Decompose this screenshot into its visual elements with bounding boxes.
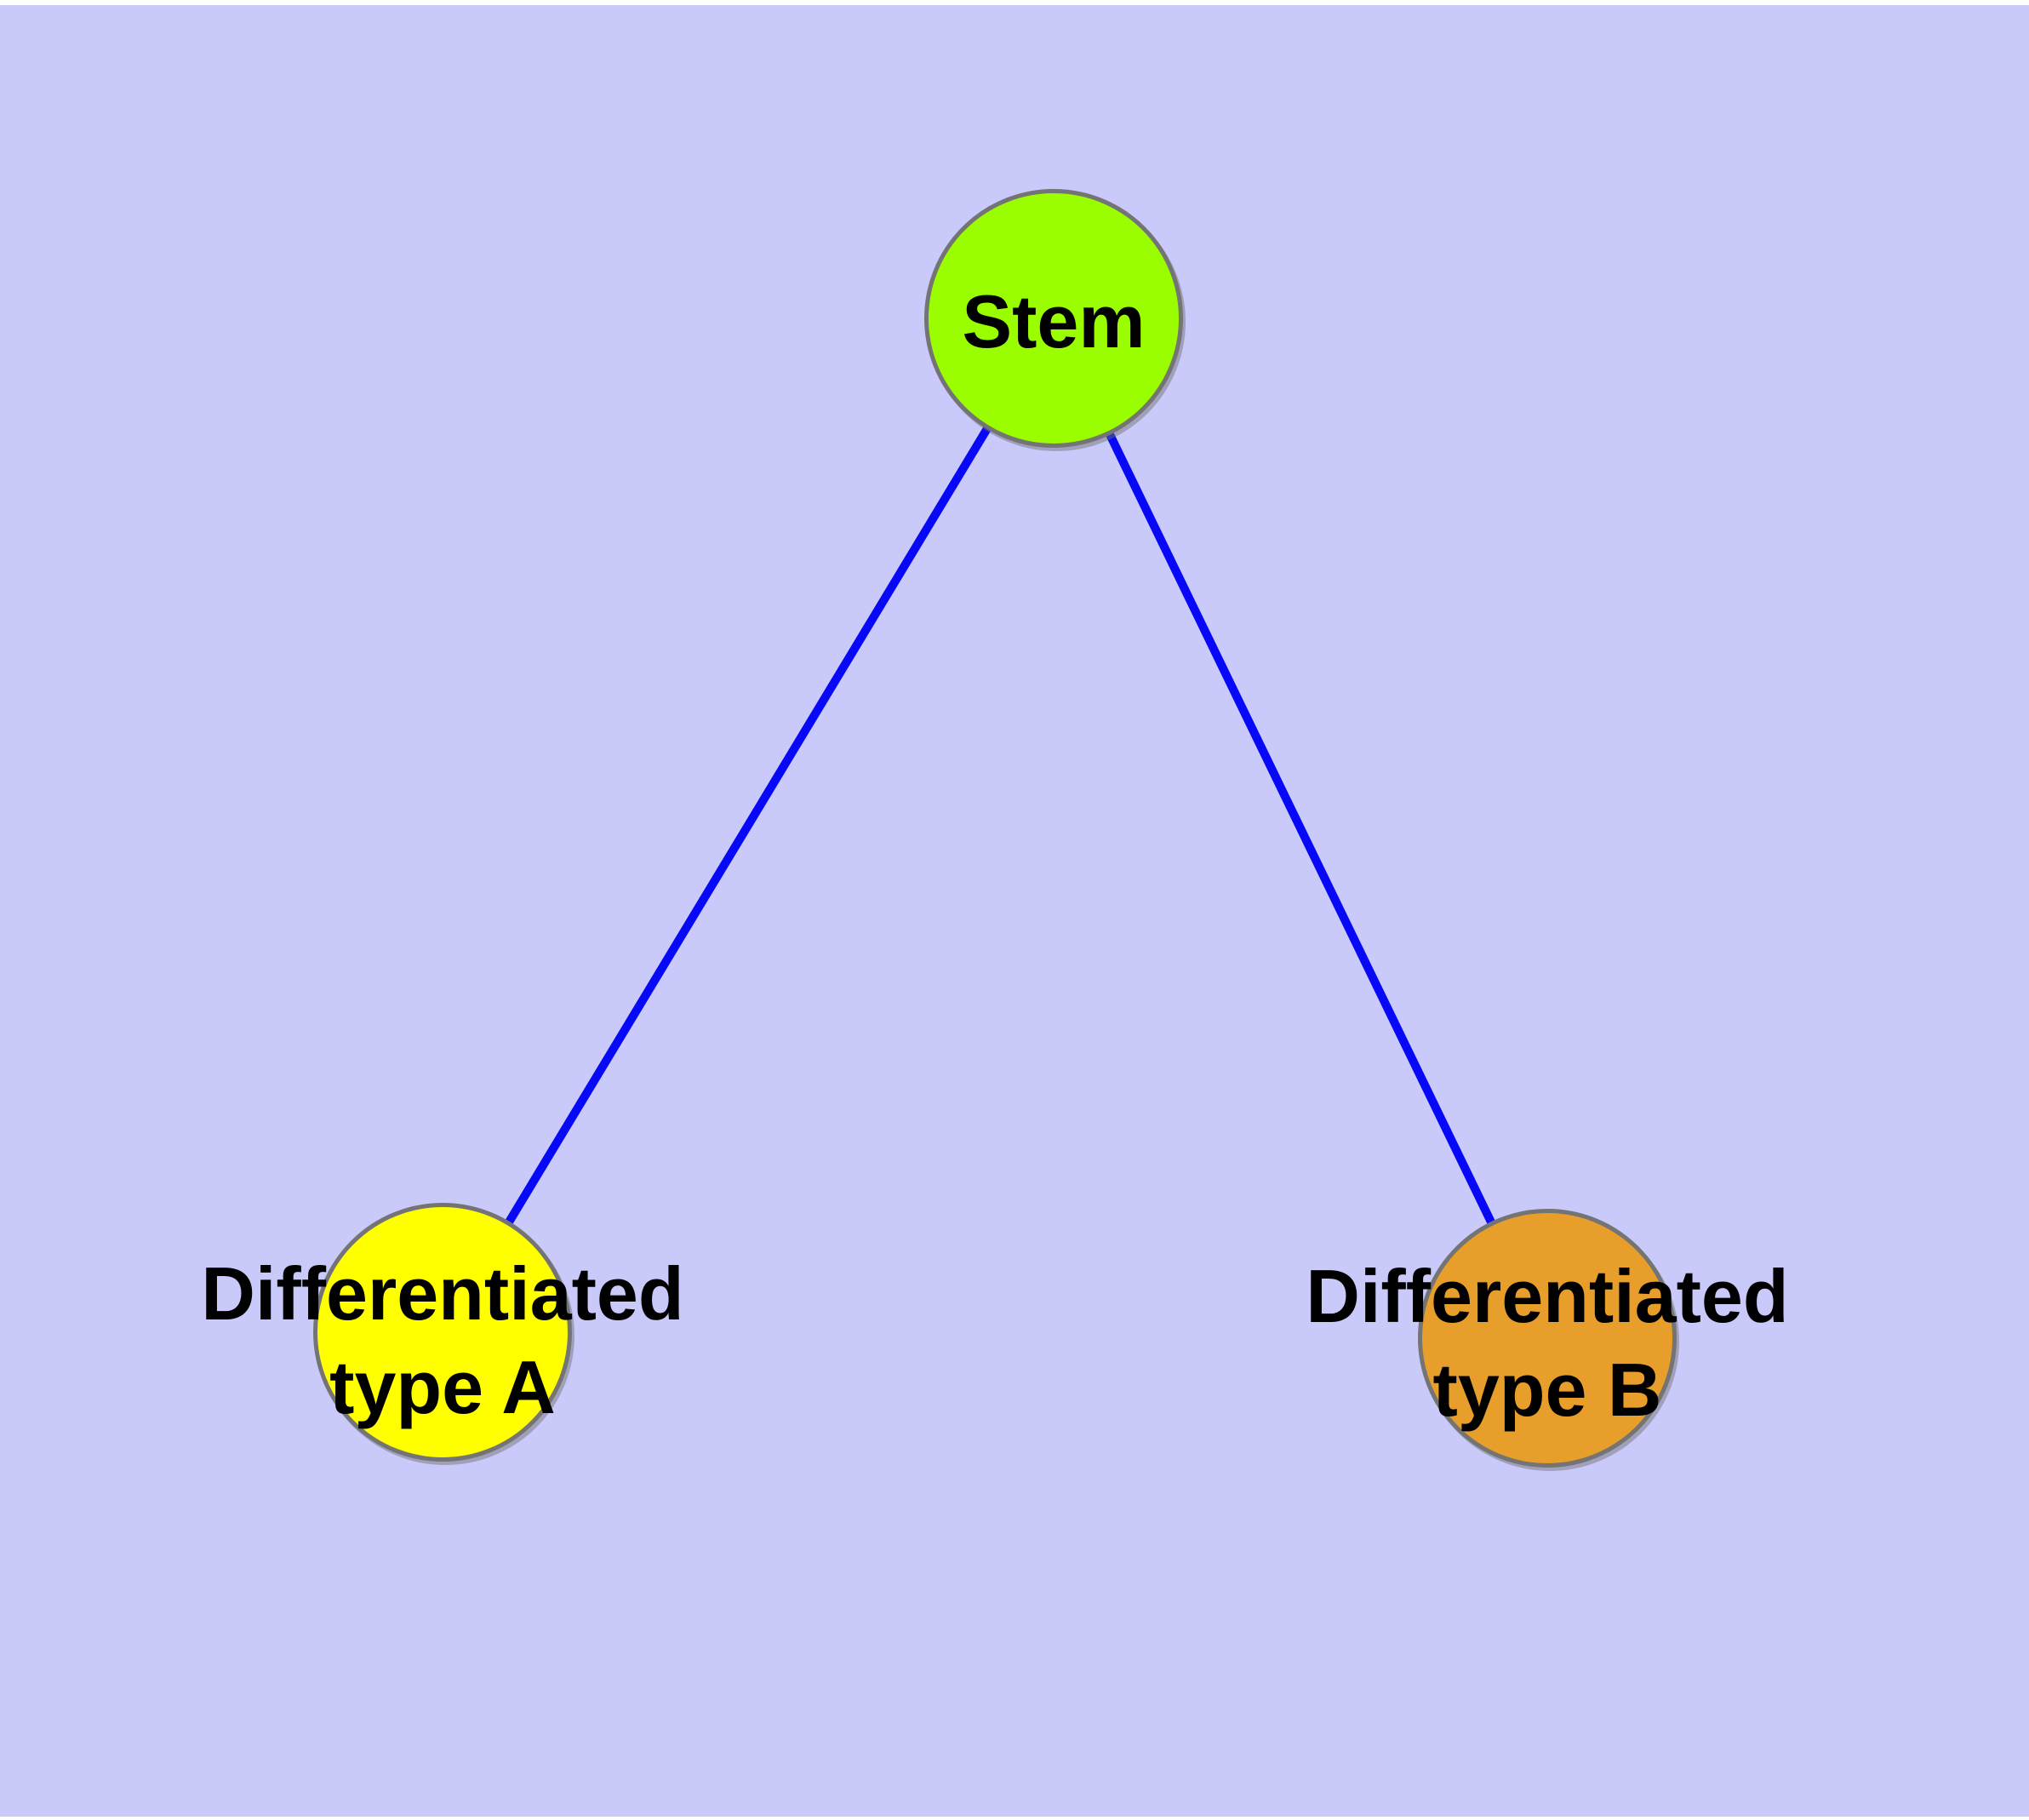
edge-stem-to-type-b <box>1049 314 1552 1342</box>
node-differentiated-type-a <box>313 1203 572 1462</box>
node-differentiated-type-b <box>1418 1209 1677 1468</box>
node-stem <box>924 189 1183 448</box>
edge-stem-to-type-a <box>438 314 1058 1336</box>
